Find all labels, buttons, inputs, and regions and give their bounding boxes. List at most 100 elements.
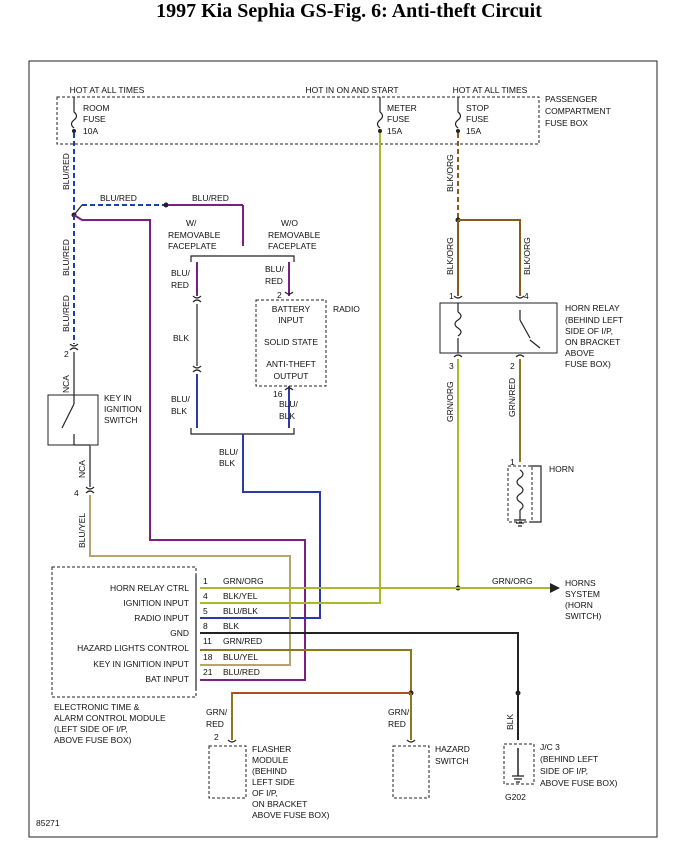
etacm-input-key-in: KEY IN IGNITION INPUT [93, 659, 189, 669]
hazard-grn-red-wire [200, 649, 412, 693]
hot-at-all-times-label: HOT AT ALL TIMES [70, 85, 145, 95]
etacm-wire-11: GRN/RED [223, 636, 262, 646]
room-fuse-name: ROOM [83, 103, 109, 113]
flasher-grn-red-wire [231, 692, 412, 740]
etacm-pin-21: 21 [203, 667, 213, 677]
faceplate-w-3: FACEPLATE [168, 241, 217, 251]
hazard-label-1: HAZARD [435, 744, 470, 754]
faceplate-wo-1: W/O [281, 218, 298, 228]
etacm-input-ignition: IGNITION INPUT [123, 598, 189, 608]
flasher-label-3: (BEHIND [252, 766, 287, 776]
wire-label-wo-blu-blk-2: BLK [279, 411, 295, 421]
wire-label-radio-blk: BLK [219, 458, 235, 468]
etacm-pin-18: 18 [203, 652, 213, 662]
key-switch-label-1: KEY IN [104, 393, 132, 403]
wire-label-hazard-red: RED [388, 719, 406, 729]
horn-relay-label-3: SIDE OF I/P, [565, 326, 613, 336]
key-switch-pin-bottom: 4 [74, 488, 79, 498]
wire-label-w-blu-blk-2: BLK [171, 406, 187, 416]
hot-at-all-times-label-2: HOT AT ALL TIMES [453, 85, 528, 95]
faceplate-wo-2: REMOVABLE [268, 230, 321, 240]
jumper-switch [73, 204, 83, 216]
radio-output-label-1: ANTI-THEFT [266, 359, 316, 369]
ground-icon [512, 775, 524, 783]
etacm-pin-5: 5 [203, 606, 208, 616]
meter-fuse-rating: 15A [387, 126, 402, 136]
key-switch-blade [61, 403, 75, 429]
horn-relay-blade [519, 319, 531, 339]
gnd-blk-wire [200, 632, 519, 693]
stop-fuse-symbol [454, 111, 462, 129]
diagram-title: 1997 Kia Sephia GS-Fig. 6: Anti-theft Ci… [156, 0, 542, 22]
faceplate-w-1: W/ [186, 218, 197, 228]
horn-label: HORN [549, 464, 574, 474]
horn-relay-top-connectors [453, 295, 525, 299]
flasher-label-7: ABOVE FUSE BOX) [252, 810, 330, 820]
wire-label-w-red: RED [171, 280, 189, 290]
horn-relay-label-4: ON BRACKET [565, 337, 620, 347]
horn-relay-pin-2: 2 [510, 361, 515, 371]
key-switch-label-2: IGNITION [104, 404, 142, 414]
horns-system-label-1: HORNS [565, 578, 596, 588]
wire-label-blk-org-3: BLK/ORG [522, 237, 532, 275]
etacm-wire-21: BLU/RED [223, 667, 260, 677]
jc3-label-4: ABOVE FUSE BOX) [540, 778, 618, 788]
etacm-input-gnd: GND [170, 628, 189, 638]
wire-label-radio-blu: BLU/ [219, 447, 239, 457]
etacm-label-4: ABOVE FUSE BOX) [54, 735, 132, 745]
horns-system-label-4: SWITCH) [565, 611, 602, 621]
etacm-wire-5: BLU/BLK [223, 606, 258, 616]
stop-fuse-terminal [456, 129, 460, 133]
wire-label-wo-blu-blk-1: BLU/ [279, 399, 299, 409]
flasher-label-1: FLASHER [252, 744, 291, 754]
diagram-border [28, 60, 658, 838]
radio-input-blu-blk-wire [200, 434, 321, 619]
wire-label-wo-red: RED [265, 276, 283, 286]
stop-fuse-rating: 15A [466, 126, 481, 136]
etacm-wire-18: BLU/YEL [223, 652, 258, 662]
etacm-rows: HORN RELAY CTRL 1 GRN/ORG IGNITION INPUT… [77, 576, 264, 684]
wire-label-grn-org-2: GRN/ORG [492, 576, 533, 586]
radio-label: RADIO [333, 304, 360, 314]
fuse-box-label-line3: FUSE BOX [545, 118, 588, 128]
radio-output-label-2: OUTPUT [274, 371, 309, 381]
etacm-wire-8: BLK [223, 621, 239, 631]
horn-bell [530, 465, 542, 523]
wire-label-blu-red-3: BLU/RED [61, 295, 71, 332]
wire-label-flasher-grn: GRN/ [206, 707, 228, 717]
ground-label: G202 [505, 792, 526, 802]
lower-faceplate-brace [190, 428, 295, 435]
wire-label-grn-org-1: GRN/ORG [445, 381, 455, 422]
room-fuse-word: FUSE [83, 114, 106, 124]
radio-battery-label-1: BATTERY [272, 304, 311, 314]
wire-label-nca-2: NCA [77, 460, 87, 478]
key-in-ignition-blu-yel-wire [89, 495, 291, 666]
room-fuse-symbol [70, 111, 78, 129]
horn-relay-label-5: ABOVE [565, 348, 595, 358]
hazard-switch [392, 745, 430, 799]
etacm-wire-1: GRN/ORG [223, 576, 264, 586]
horn-coil [516, 469, 524, 511]
horns-system-label-2: SYSTEM [565, 589, 600, 599]
etacm-label-1: ELECTRONIC TIME & [54, 702, 140, 712]
ignition-input-wire [200, 133, 381, 604]
horn-relay-label-1: HORN RELAY [565, 303, 620, 313]
radio-pin-battery: 2 [277, 290, 282, 300]
etacm-pin-4: 4 [203, 591, 208, 601]
wire-label-flasher-red: RED [206, 719, 224, 729]
wire-label-blu-red-2: BLU/RED [61, 239, 71, 276]
wire-label-blu-yel: BLU/YEL [77, 513, 87, 548]
horn-relay-bottom-connectors [453, 354, 525, 358]
figure-number: 85271 [36, 818, 60, 828]
horn-relay-label-2: (BEHIND LEFT [565, 315, 623, 325]
key-switch-pin-top: 2 [64, 349, 69, 359]
key-ignition-switch [47, 394, 99, 446]
jc3-label-2: (BEHIND LEFT [540, 754, 598, 764]
room-fuse-rating: 10A [83, 126, 98, 136]
flasher-module [208, 745, 247, 799]
stop-fuse-name: STOP [466, 103, 489, 113]
horn-outline [507, 465, 533, 523]
wire-label-blu-red-4: BLU/RED [100, 193, 137, 203]
radio-connector-battery [284, 291, 294, 295]
